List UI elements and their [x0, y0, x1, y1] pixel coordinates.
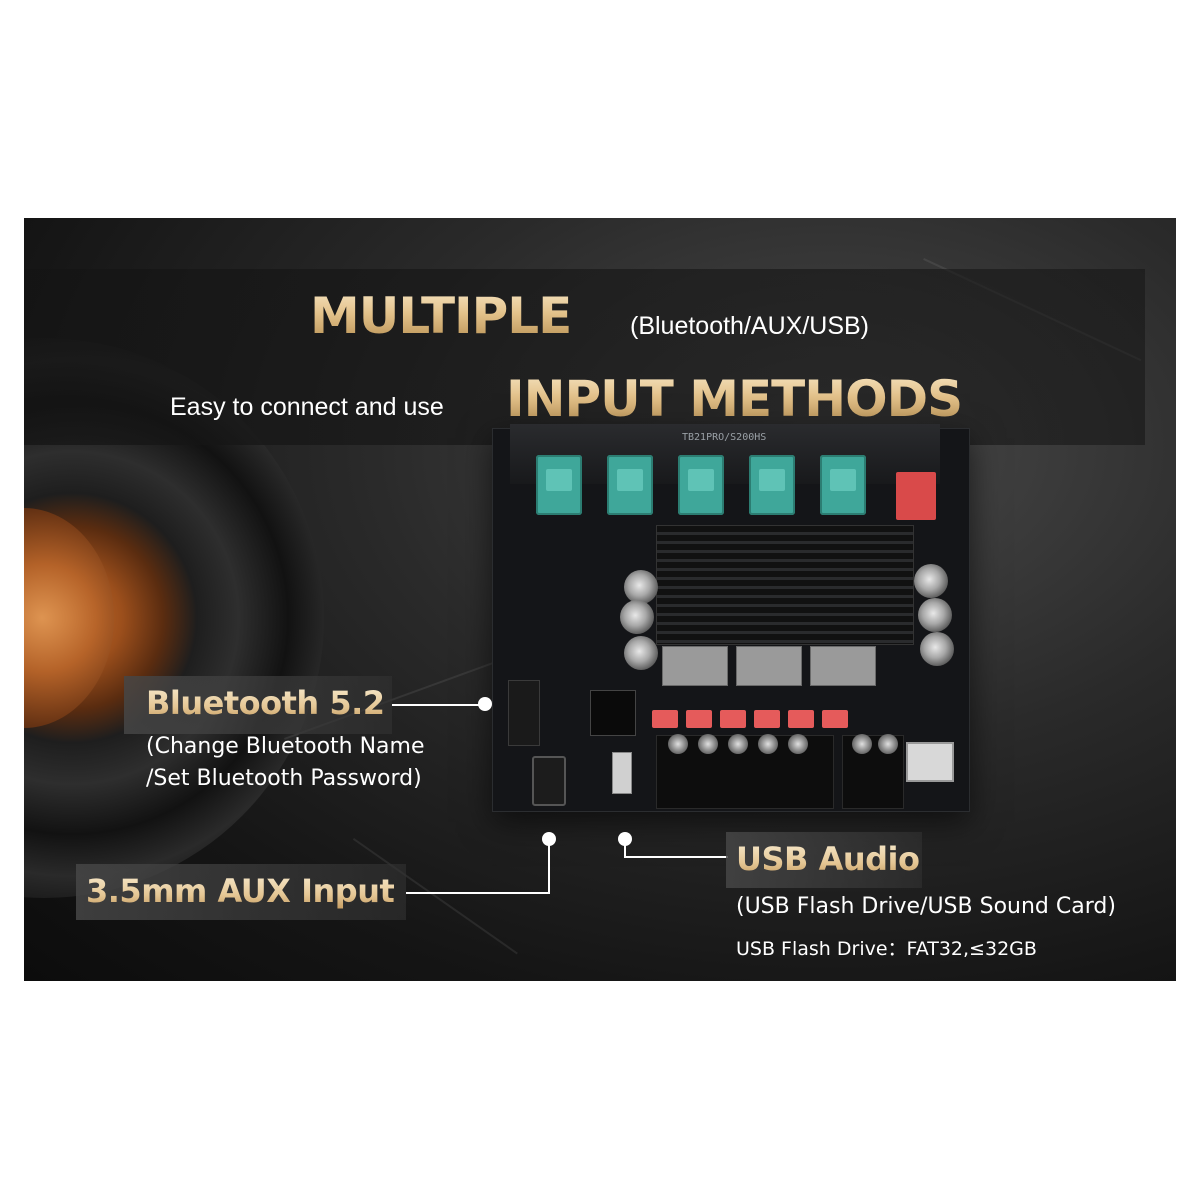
usb-label-box [726, 832, 922, 888]
capacitor [624, 636, 658, 670]
potentiometer-knob [820, 455, 866, 515]
headline-multiple: MULTIPLE [310, 287, 572, 345]
inductor [810, 646, 876, 686]
terminal-screw [852, 734, 872, 754]
usb-connector-line-v [624, 842, 626, 858]
capacitor-red [788, 710, 814, 728]
usb-connector-line-h [624, 856, 728, 858]
usb-desc-line2: USB Flash Drive：FAT32,≤32GB [736, 938, 1037, 960]
terminal-screw [758, 734, 778, 754]
capacitor-red [652, 710, 678, 728]
terminal-screw [728, 734, 748, 754]
aux-connector-line-v [548, 842, 550, 894]
usb-switch [612, 752, 632, 794]
capacitor-red [822, 710, 848, 728]
heatsink [656, 525, 914, 645]
capacitor-red [686, 710, 712, 728]
usb-pointer-dot [618, 832, 632, 846]
usb-title: USB Audio [736, 840, 920, 878]
potentiometer-knob [536, 455, 582, 515]
inductor [662, 646, 728, 686]
headline-input-methods: INPUT METHODS [506, 370, 963, 428]
capacitor [920, 632, 954, 666]
tagline: Easy to connect and use [170, 393, 444, 421]
potentiometer-knob [607, 455, 653, 515]
header-band [24, 269, 1145, 445]
dsp-chip [590, 690, 636, 736]
headline-subtitle: (Bluetooth/AUX/USB) [630, 312, 869, 340]
usb-desc-line1: (USB Flash Drive/USB Sound Card) [736, 894, 1116, 919]
power-connector [896, 472, 936, 520]
capacitor [914, 564, 948, 598]
terminal-screw [698, 734, 718, 754]
inductor [736, 646, 802, 686]
bluetooth-title: Bluetooth 5.2 [146, 684, 385, 722]
capacitor-red [754, 710, 780, 728]
capacitor [918, 598, 952, 632]
aux-title: 3.5mm AUX Input [86, 872, 395, 910]
bluetooth-desc-line1: (Change Bluetooth Name [146, 734, 425, 759]
bluetooth-desc-line2: /Set Bluetooth Password) [146, 766, 422, 791]
dc-power-port [906, 742, 954, 782]
bluetooth-pointer-dot [478, 697, 492, 711]
aux-label-box [76, 864, 406, 920]
potentiometer-knob [678, 455, 724, 515]
aux-jack [532, 756, 566, 806]
bluetooth-module [508, 680, 540, 746]
potentiometer-knob [749, 455, 795, 515]
aux-connector-line-h [406, 892, 550, 894]
capacitor [624, 570, 658, 604]
capacitor-red [720, 710, 746, 728]
terminal-screw [668, 734, 688, 754]
bluetooth-label-box [124, 676, 392, 734]
terminal-screw [788, 734, 808, 754]
board-model-label: TB21PRO/S200HS [682, 432, 767, 443]
aux-pointer-dot [542, 832, 556, 846]
capacitor [620, 600, 654, 634]
bluetooth-connector-line [392, 704, 484, 706]
terminal-screw [878, 734, 898, 754]
